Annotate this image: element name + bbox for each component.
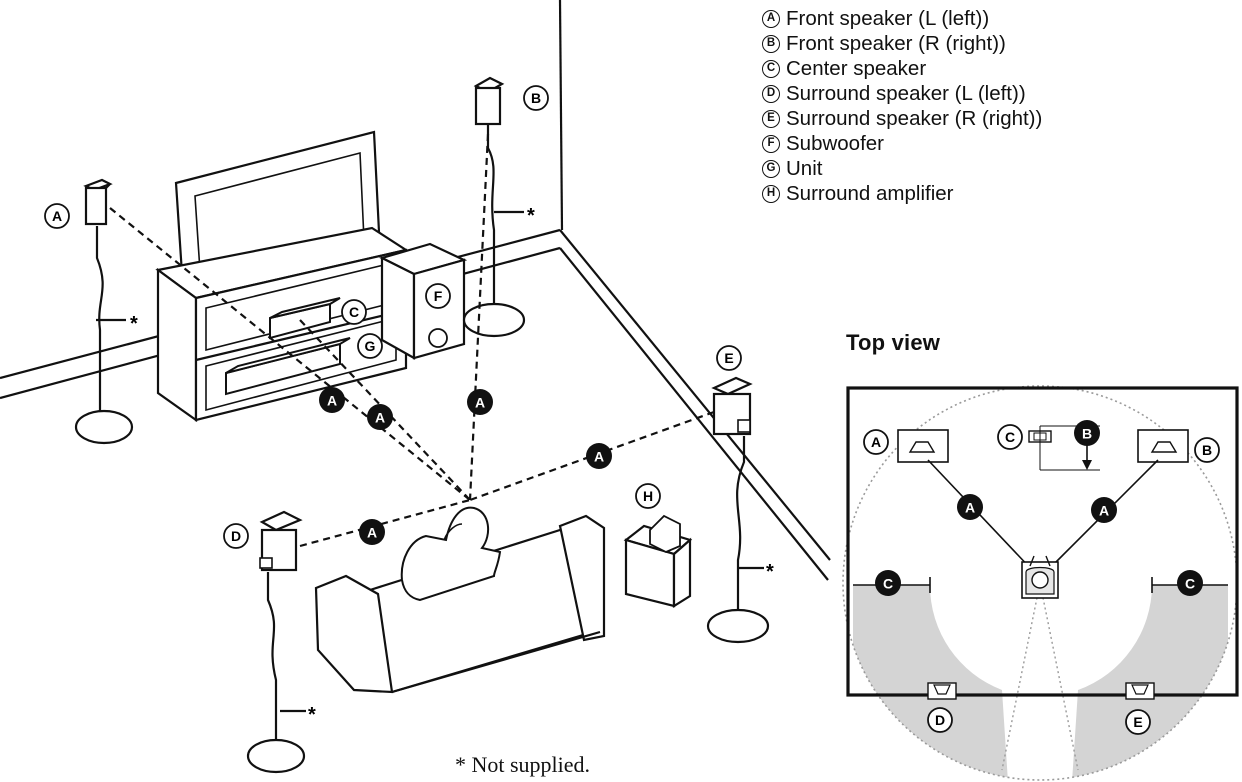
listener-shape xyxy=(400,506,502,602)
svg-text:A: A xyxy=(367,525,377,541)
legend-letter-f: F xyxy=(762,134,780,153)
stand-marker-b: * xyxy=(527,205,535,227)
sofa-shape xyxy=(314,514,606,694)
legend-text-c: Center speaker xyxy=(786,56,927,80)
speaker-b-shape xyxy=(462,76,526,338)
svg-text:A: A xyxy=(965,500,975,516)
legend-item-e: E Surround speaker (R (right)) xyxy=(762,106,1042,131)
top-badge-b: B xyxy=(1074,420,1100,446)
top-label-e: E xyxy=(1125,709,1151,735)
room-label-d: D xyxy=(223,523,249,549)
unit-shape xyxy=(225,337,351,396)
distance-badge-a-3: A xyxy=(467,389,493,415)
svg-text:B: B xyxy=(1202,442,1212,458)
svg-text:G: G xyxy=(365,338,376,354)
legend-text-g: Unit xyxy=(786,156,823,180)
top-label-c: C xyxy=(997,424,1023,450)
room-label-g: G xyxy=(357,333,383,359)
svg-text:A: A xyxy=(375,410,385,426)
svg-text:F: F xyxy=(434,288,443,304)
stand-marker-d: * xyxy=(308,704,316,726)
stand-marker-a: * xyxy=(130,313,138,335)
legend-item-h: H Surround amplifier xyxy=(762,181,1042,206)
legend-text-d: Surround speaker (L (left)) xyxy=(786,81,1026,105)
distance-badge-a-2: A xyxy=(367,404,393,430)
svg-text:A: A xyxy=(475,395,485,411)
svg-text:D: D xyxy=(935,712,945,728)
legend-item-f: F Subwoofer xyxy=(762,131,1042,156)
svg-text:B: B xyxy=(1082,426,1092,442)
subwoofer-shape xyxy=(378,242,468,360)
svg-text:C: C xyxy=(1005,429,1015,445)
legend-letter-c: C xyxy=(762,59,780,78)
svg-text:A: A xyxy=(871,434,881,450)
top-badge-a-right: A xyxy=(1091,497,1117,523)
legend-letter-b: B xyxy=(762,34,780,53)
legend-text-f: Subwoofer xyxy=(786,131,885,155)
legend-text-h: Surround amplifier xyxy=(786,181,954,205)
legend-letter-e: E xyxy=(762,109,780,128)
svg-text:A: A xyxy=(52,208,62,224)
room-label-c: C xyxy=(341,299,367,325)
svg-text:C: C xyxy=(349,304,359,320)
speaker-legend: A Front speaker (L (left)) B Front speaker… xyxy=(762,6,1042,206)
top-view-title: Top view xyxy=(846,330,941,355)
legend-letter-a: A xyxy=(762,9,780,28)
legend-item-b: B Front speaker (R (right)) xyxy=(762,31,1042,56)
room-label-f: F xyxy=(425,283,451,309)
legend-item-g: G Unit xyxy=(762,156,1042,181)
svg-text:H: H xyxy=(643,488,653,504)
footnote: * Not supplied. xyxy=(455,752,591,777)
distance-badge-a-5: A xyxy=(359,519,385,545)
distance-lines xyxy=(109,133,715,548)
speaker-d-shape xyxy=(246,510,306,774)
top-label-d: D xyxy=(927,707,953,733)
stand-marker-e: * xyxy=(766,561,774,583)
legend-item-d: D Surround speaker (L (left)) xyxy=(762,81,1042,106)
legend-text-e: Surround speaker (R (right)) xyxy=(786,106,1043,130)
svg-text:E: E xyxy=(1133,714,1142,730)
speaker-e-shape xyxy=(706,376,770,644)
svg-text:A: A xyxy=(327,393,337,409)
svg-text:E: E xyxy=(724,350,733,366)
room-label-b: B xyxy=(523,85,549,111)
svg-text:C: C xyxy=(883,576,893,592)
legend-text-a: Front speaker (L (left)) xyxy=(786,6,990,30)
svg-text:A: A xyxy=(594,449,604,465)
room-label-a: A xyxy=(44,203,70,229)
svg-text:A: A xyxy=(1099,503,1109,519)
top-badge-c-left: C xyxy=(875,570,901,596)
distance-badge-a-4: A xyxy=(586,443,612,469)
top-label-b: B xyxy=(1194,437,1220,463)
top-view: A B C D E A A B xyxy=(842,385,1239,781)
svg-text:C: C xyxy=(1185,576,1195,592)
legend-item-c: C Center speaker xyxy=(762,56,1042,81)
svg-text:D: D xyxy=(231,528,241,544)
legend-item-a: A Front speaker (L (left)) xyxy=(762,6,1042,31)
legend-letter-h: H xyxy=(762,184,780,203)
legend-text-b: Front speaker (R (right)) xyxy=(786,31,1006,55)
top-badge-a-left: A xyxy=(957,494,983,520)
room-label-h: H xyxy=(635,483,661,509)
room-label-e: E xyxy=(716,345,742,371)
top-label-a: A xyxy=(863,429,889,455)
svg-text:B: B xyxy=(531,90,541,106)
speaker-a-shape xyxy=(74,178,134,445)
top-badge-c-right: C xyxy=(1177,570,1203,596)
legend-letter-g: G xyxy=(762,159,780,178)
legend-letter-d: D xyxy=(762,84,780,103)
surround-amplifier-shape xyxy=(623,514,693,608)
distance-badge-a-1: A xyxy=(319,387,345,413)
